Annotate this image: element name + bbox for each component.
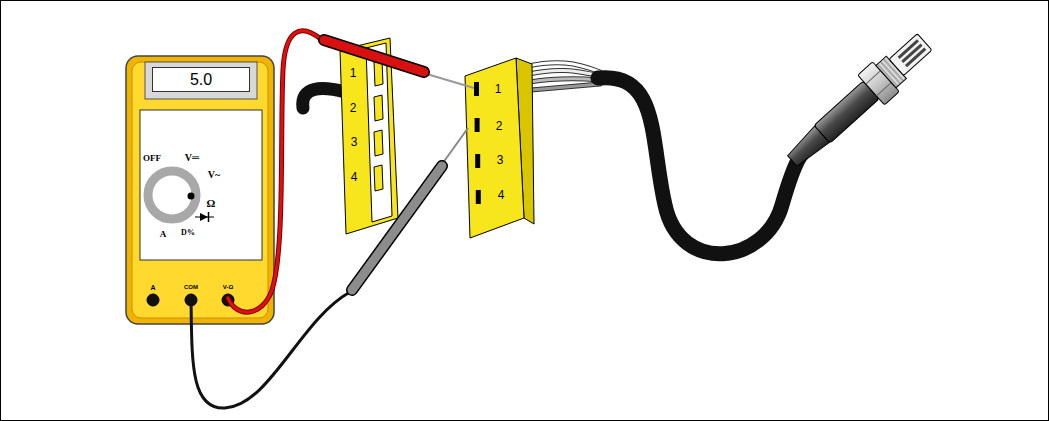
socket-strip (366, 43, 392, 222)
pin-number: 3 (497, 154, 504, 166)
dial-label: V~ (208, 170, 220, 180)
multimeter-body-outline (125, 55, 275, 325)
pin-number: 1 (495, 83, 502, 95)
diode-symbol-bar (208, 212, 210, 222)
lcd-window (153, 68, 250, 92)
jack-label: COM (184, 284, 198, 290)
black-test-lead (191, 292, 350, 408)
meter-case (126, 56, 274, 324)
connector-housing (340, 38, 398, 234)
selector-dial (148, 171, 196, 219)
diode-symbol-lead (195, 217, 214, 218)
pin-number: 4 (498, 189, 505, 201)
dial-label: D% (181, 229, 195, 237)
jack-label: V-Ω (223, 284, 233, 290)
pin-number: 3 (351, 136, 358, 148)
dial-label: Ω (207, 198, 216, 209)
female-connector-outline (338, 36, 400, 236)
socket-slot (374, 165, 383, 191)
dial-label: V═ (185, 153, 199, 163)
display-reading: 5.0 (190, 72, 212, 88)
red-probe-handle (324, 40, 424, 72)
connector-pin (475, 154, 480, 168)
pin-number: 4 (351, 171, 358, 183)
meter-face (132, 62, 268, 318)
input-jack (222, 294, 234, 306)
input-jack (147, 294, 159, 306)
oxygen-sensor (779, 27, 938, 176)
red-test-lead (228, 31, 322, 312)
pin-number: 2 (496, 120, 503, 132)
jack-label: A (150, 284, 155, 291)
multimeter-body: OFF V═ V~ Ω A D% A COM V-Ω 5.0 (125, 55, 275, 325)
connector-pin (476, 190, 481, 204)
grey-probe-tip (440, 128, 468, 167)
input-jack (185, 294, 197, 306)
connector-housing (465, 58, 524, 238)
grey-probe-handle (352, 166, 442, 290)
dial-label: A (160, 230, 167, 239)
female-connector: 1 2 3 4 (338, 36, 400, 236)
grey-probe-body (352, 166, 442, 290)
display-bezel (145, 62, 257, 99)
connector-pin (475, 118, 480, 132)
dial-label: OFF (143, 154, 161, 163)
socket-slot (374, 130, 383, 156)
red-probe-tip (420, 72, 474, 88)
red-test-lead-core (228, 31, 322, 312)
dial-panel (140, 110, 262, 260)
pin-number: 2 (350, 102, 357, 114)
red-probe-body (324, 40, 424, 72)
dial-pointer (188, 193, 195, 200)
male-connector: 1 2 3 4 (462, 56, 534, 240)
socket-slot (374, 60, 383, 86)
socket-slot (374, 95, 383, 121)
meter-display: 5.0 (152, 67, 250, 92)
harness-cable (303, 89, 345, 108)
sensor-cable (598, 78, 826, 254)
connector-pin (474, 82, 479, 96)
sensor-wires (528, 63, 600, 90)
pin-number: 1 (350, 67, 357, 79)
